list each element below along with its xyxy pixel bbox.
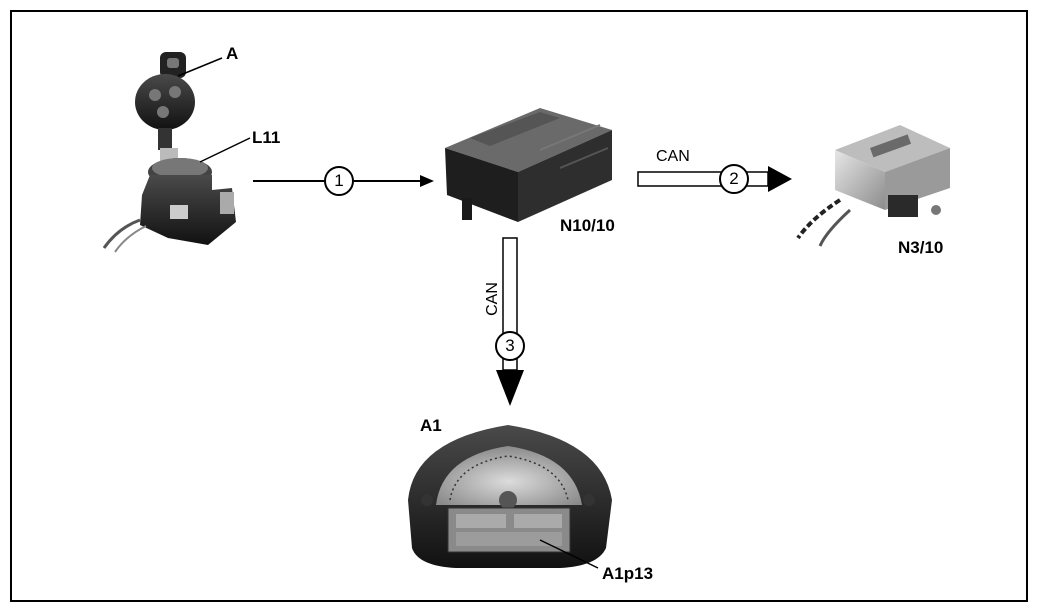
key-icon: [135, 52, 223, 150]
cluster-label: A1: [420, 416, 442, 435]
ignition-lock-label: L11: [252, 128, 281, 147]
ignition-lock-icon: [102, 137, 251, 253]
instrument-cluster-icon: [408, 425, 612, 569]
diagram-border: [10, 10, 1028, 602]
can-label-2: CAN: [656, 148, 690, 165]
engine-ecu-label: N3/10: [898, 238, 944, 257]
control-unit-icon: [445, 108, 612, 222]
control-unit-label: N10/10: [560, 216, 615, 235]
engine-ecu-icon: [796, 125, 950, 247]
cluster-display-label: A1p13: [602, 564, 654, 583]
can-label-3: CAN: [483, 282, 501, 316]
connection-number-1: 1: [324, 166, 354, 196]
connection-number-2: 2: [719, 164, 749, 194]
key-label: A: [226, 44, 239, 63]
connection-number-3: 3: [495, 331, 525, 361]
can-arrow-3: [496, 237, 524, 406]
can-arrow-2: [637, 166, 792, 192]
